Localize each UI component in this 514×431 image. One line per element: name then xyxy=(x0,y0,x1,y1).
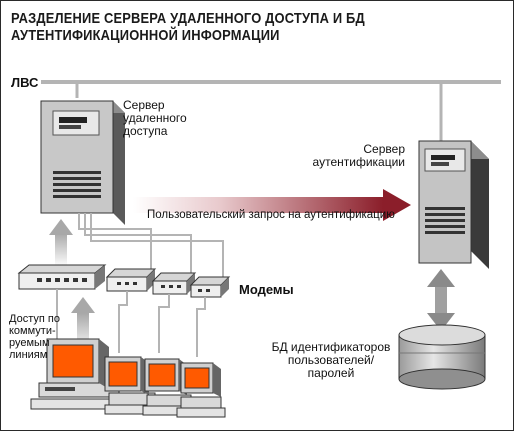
access-server-label: Сервер удаленного доступа xyxy=(123,98,187,138)
auth-request-label: Пользовательский запрос на аутентификаци… xyxy=(147,209,395,221)
lan-bus xyxy=(41,80,501,146)
auth-server-label: Сервер аутентификации xyxy=(312,142,405,169)
auth-request-arrow xyxy=(133,189,411,221)
diagram-title: Разделение сервера удаленного доступа и … xyxy=(11,10,365,44)
server-modem-cables xyxy=(78,213,224,279)
access-server-tower xyxy=(40,100,125,225)
modem-3 xyxy=(151,272,197,295)
workstations xyxy=(30,338,226,418)
auth-server-tower xyxy=(418,140,489,269)
modem-1 xyxy=(17,264,107,290)
pc-1 xyxy=(30,338,126,410)
modem-to-server-arrow xyxy=(49,219,73,267)
modems-label: Модемы xyxy=(239,282,294,297)
modem-bank xyxy=(17,264,231,298)
database-label: БД идентификаторов пользователей/ пароле… xyxy=(271,340,391,380)
lan-label: ЛВС xyxy=(11,75,39,90)
modem-pc-cables xyxy=(56,289,206,357)
auth-db-arrow xyxy=(427,269,455,331)
modem-2 xyxy=(105,268,157,292)
database-cylinder xyxy=(398,324,486,390)
modem-4 xyxy=(189,276,231,298)
pc-2 xyxy=(104,356,160,415)
dialup-label: Доступ по коммути-руемым линиям xyxy=(9,313,60,361)
pc-4 xyxy=(176,362,226,418)
